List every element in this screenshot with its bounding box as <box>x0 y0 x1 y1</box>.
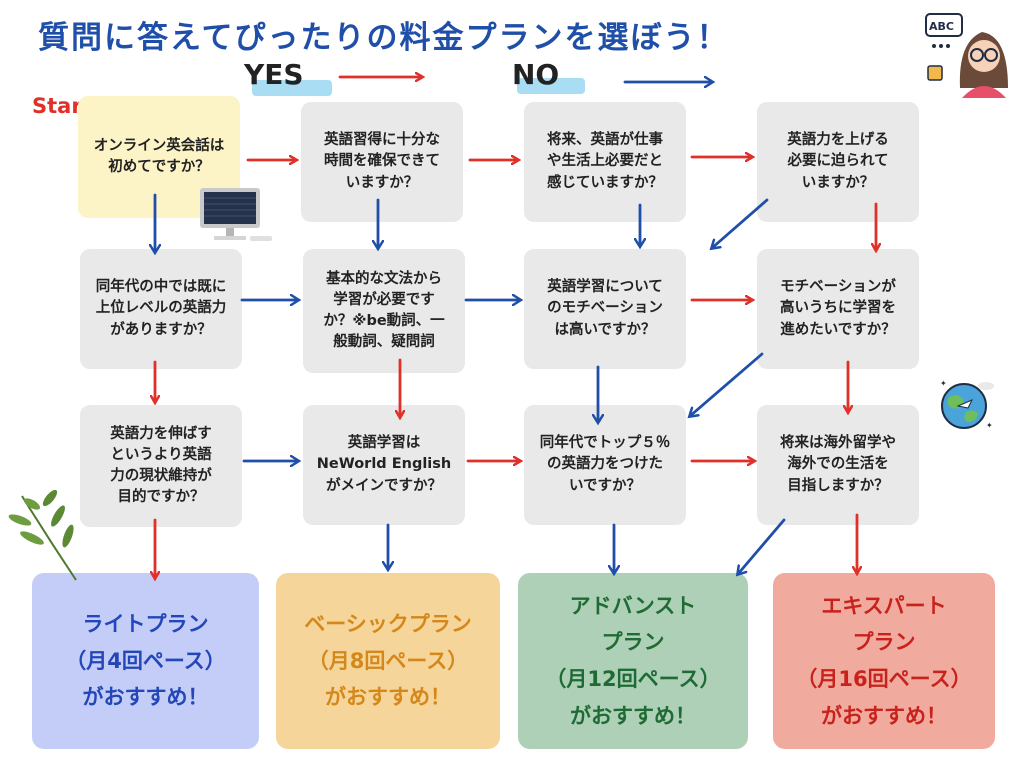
plan-advanced: アドバンスト プラン （月12回ペース） がおすすめ！ <box>518 573 748 749</box>
teacher-avatar-icon: ABC <box>925 13 1008 98</box>
leaf-icon <box>8 490 77 581</box>
plan-basic: ベーシックプラン （月8回ペース） がおすすめ！ <box>276 573 500 749</box>
plan-light: ライトプラン （月4回ペース） がおすすめ！ <box>32 573 259 749</box>
svg-text:✦: ✦ <box>940 379 947 388</box>
arrow-q4-q7 <box>712 198 769 248</box>
question-box-q5: 同年代の中では既に 上位レベルの英語力 がありますか？ <box>80 249 242 369</box>
question-box-q2: 英語習得に十分な 時間を確保できて いますか？ <box>301 102 463 222</box>
question-box-q11: 同年代でトップ５％ の英語力をつけた いですか？ <box>524 405 686 525</box>
computer-icon <box>200 188 272 241</box>
question-box-q9: 英語力を伸ばす というより英語 力の現状維持が 目的ですか？ <box>80 405 242 527</box>
question-box-q10: 英語学習は NeWorld English がメインですか？ <box>303 405 465 525</box>
yes-legend: YES <box>244 58 304 91</box>
question-box-q12: 将来は海外留学や 海外での生活を 目指しますか？ <box>757 405 919 525</box>
question-box-q3: 将来、英語が仕事 や生活上必要だと 感じていますか？ <box>524 102 686 222</box>
page-title: 質問に答えてぴったりの料金プランを選ぼう！ <box>38 20 730 56</box>
question-box-q7: 英語学習について のモチベーション は高いですか？ <box>524 249 686 369</box>
plan-expert: エキスパート プラン （月16回ペース） がおすすめ！ <box>773 573 995 749</box>
no-legend: NO <box>512 58 560 91</box>
no-highlight <box>517 78 585 94</box>
globe-icon: ✦ ✦ <box>940 379 994 430</box>
question-box-q8: モチベーションが 高いうちに学習を 進めたいですか？ <box>757 249 919 369</box>
question-box-q4: 英語力を上げる 必要に迫られて いますか？ <box>757 102 919 222</box>
arrow-q12-advanced <box>738 518 786 574</box>
question-box-q6: 基本的な文法から 学習が必要です か？※be動詞、一 般動詞、疑問詞 <box>303 249 465 373</box>
svg-text:ABC: ABC <box>929 20 954 33</box>
arrow-q8-q11 <box>690 352 764 416</box>
svg-text:✦: ✦ <box>986 421 993 430</box>
yes-highlight <box>252 80 332 96</box>
